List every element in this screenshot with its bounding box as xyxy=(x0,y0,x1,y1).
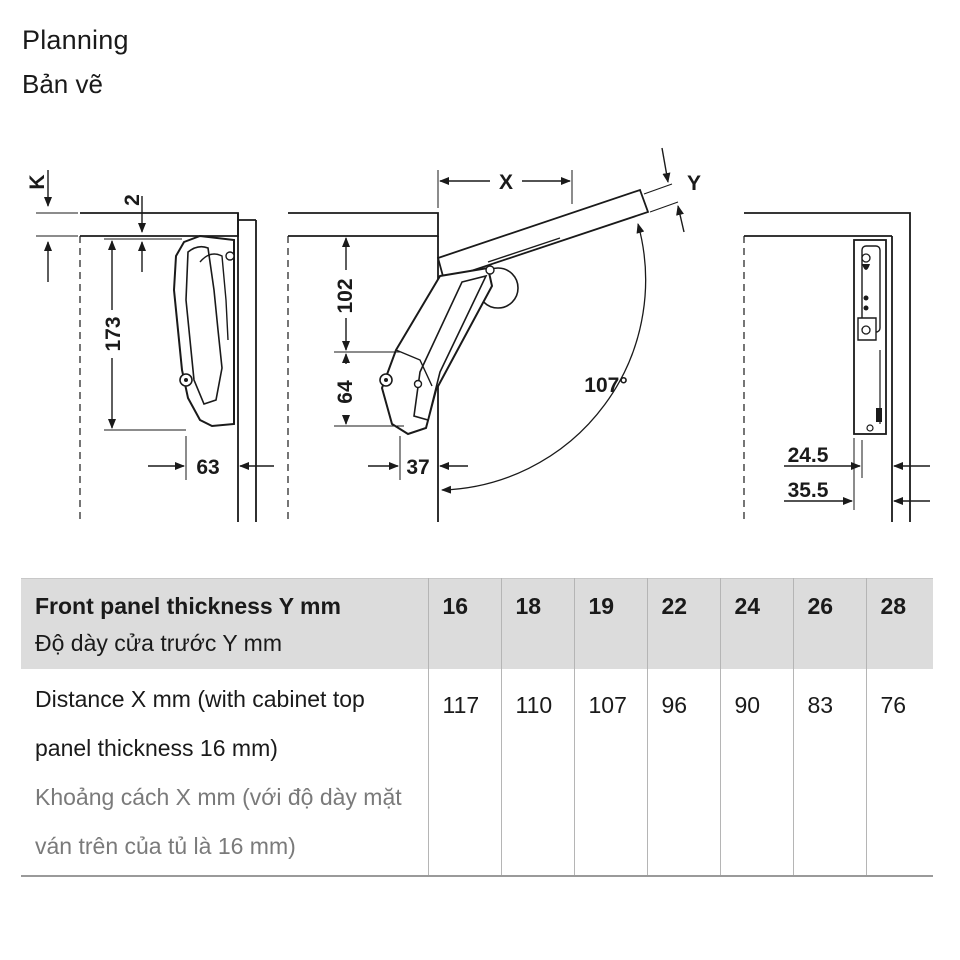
row-value-cell: 117 xyxy=(427,668,501,876)
header-label-en: Front panel thickness Y mm xyxy=(35,593,341,619)
view-open-fitting: 102 64 37 X Y 107° xyxy=(287,147,701,522)
page-title: Planning xyxy=(22,25,129,55)
page-heading: Planning Bản vẽ xyxy=(22,22,129,102)
dim-24-5-label: 24.5 xyxy=(788,444,829,467)
dim-37-label: 37 xyxy=(406,456,429,479)
page-subtitle: Bản vẽ xyxy=(22,69,103,99)
view-side-mounting: 24.5 35.5 xyxy=(743,212,930,522)
header-value-cell: 19 xyxy=(573,578,647,669)
row-value-cell: 107 xyxy=(573,668,647,876)
header-label-cell: Front panel thickness Y mm Độ dày cửa tr… xyxy=(21,579,428,669)
dim-k-label: K xyxy=(26,174,49,189)
table-row: Distance X mm (with cabinet top panel th… xyxy=(21,668,933,876)
header-value-cell: 22 xyxy=(646,578,720,669)
row-value-cell: 90 xyxy=(719,668,793,876)
row-label-en: Distance X mm (with cabinet top panel th… xyxy=(35,685,365,761)
dim-x-label: X xyxy=(499,171,513,194)
table-header-row: Front panel thickness Y mm Độ dày cửa tr… xyxy=(21,578,933,669)
stay-fitting-closed xyxy=(172,234,235,428)
dim-63-label: 63 xyxy=(196,456,219,479)
header-value-cell: 18 xyxy=(500,578,574,669)
header-value-cell: 24 xyxy=(719,578,793,669)
row-label-vi: Khoảng cách X mm (với độ dày mặt ván trê… xyxy=(35,783,402,859)
header-value-cell: 16 xyxy=(427,578,501,669)
row-label-cell: Distance X mm (with cabinet top panel th… xyxy=(21,669,428,876)
technical-drawings: K 2 173 63 xyxy=(26,147,930,522)
header-value-cell: 26 xyxy=(792,578,866,669)
row-value-cell: 83 xyxy=(792,668,866,876)
stay-fitting-open xyxy=(379,265,519,436)
mounting-plate xyxy=(853,239,887,435)
row-value-cell: 76 xyxy=(865,668,933,876)
header-value-cell: 28 xyxy=(865,578,933,669)
dim-102-label: 102 xyxy=(334,278,357,313)
dim-35-5-label: 35.5 xyxy=(788,479,829,502)
dim-64-label: 64 xyxy=(334,380,357,404)
dim-angle-label: 107° xyxy=(584,374,627,397)
view-closed-fitting: K 2 173 63 xyxy=(26,170,274,522)
dim-y-label: Y xyxy=(687,172,701,195)
specification-table: Front panel thickness Y mm Độ dày cửa tr… xyxy=(21,578,933,877)
row-value-cell: 110 xyxy=(500,668,574,876)
header-label-vi: Độ dày cửa trước Y mm xyxy=(35,630,282,656)
dim-173-label: 173 xyxy=(102,316,125,351)
dim-2-label: 2 xyxy=(121,194,144,206)
row-value-cell: 96 xyxy=(646,668,720,876)
